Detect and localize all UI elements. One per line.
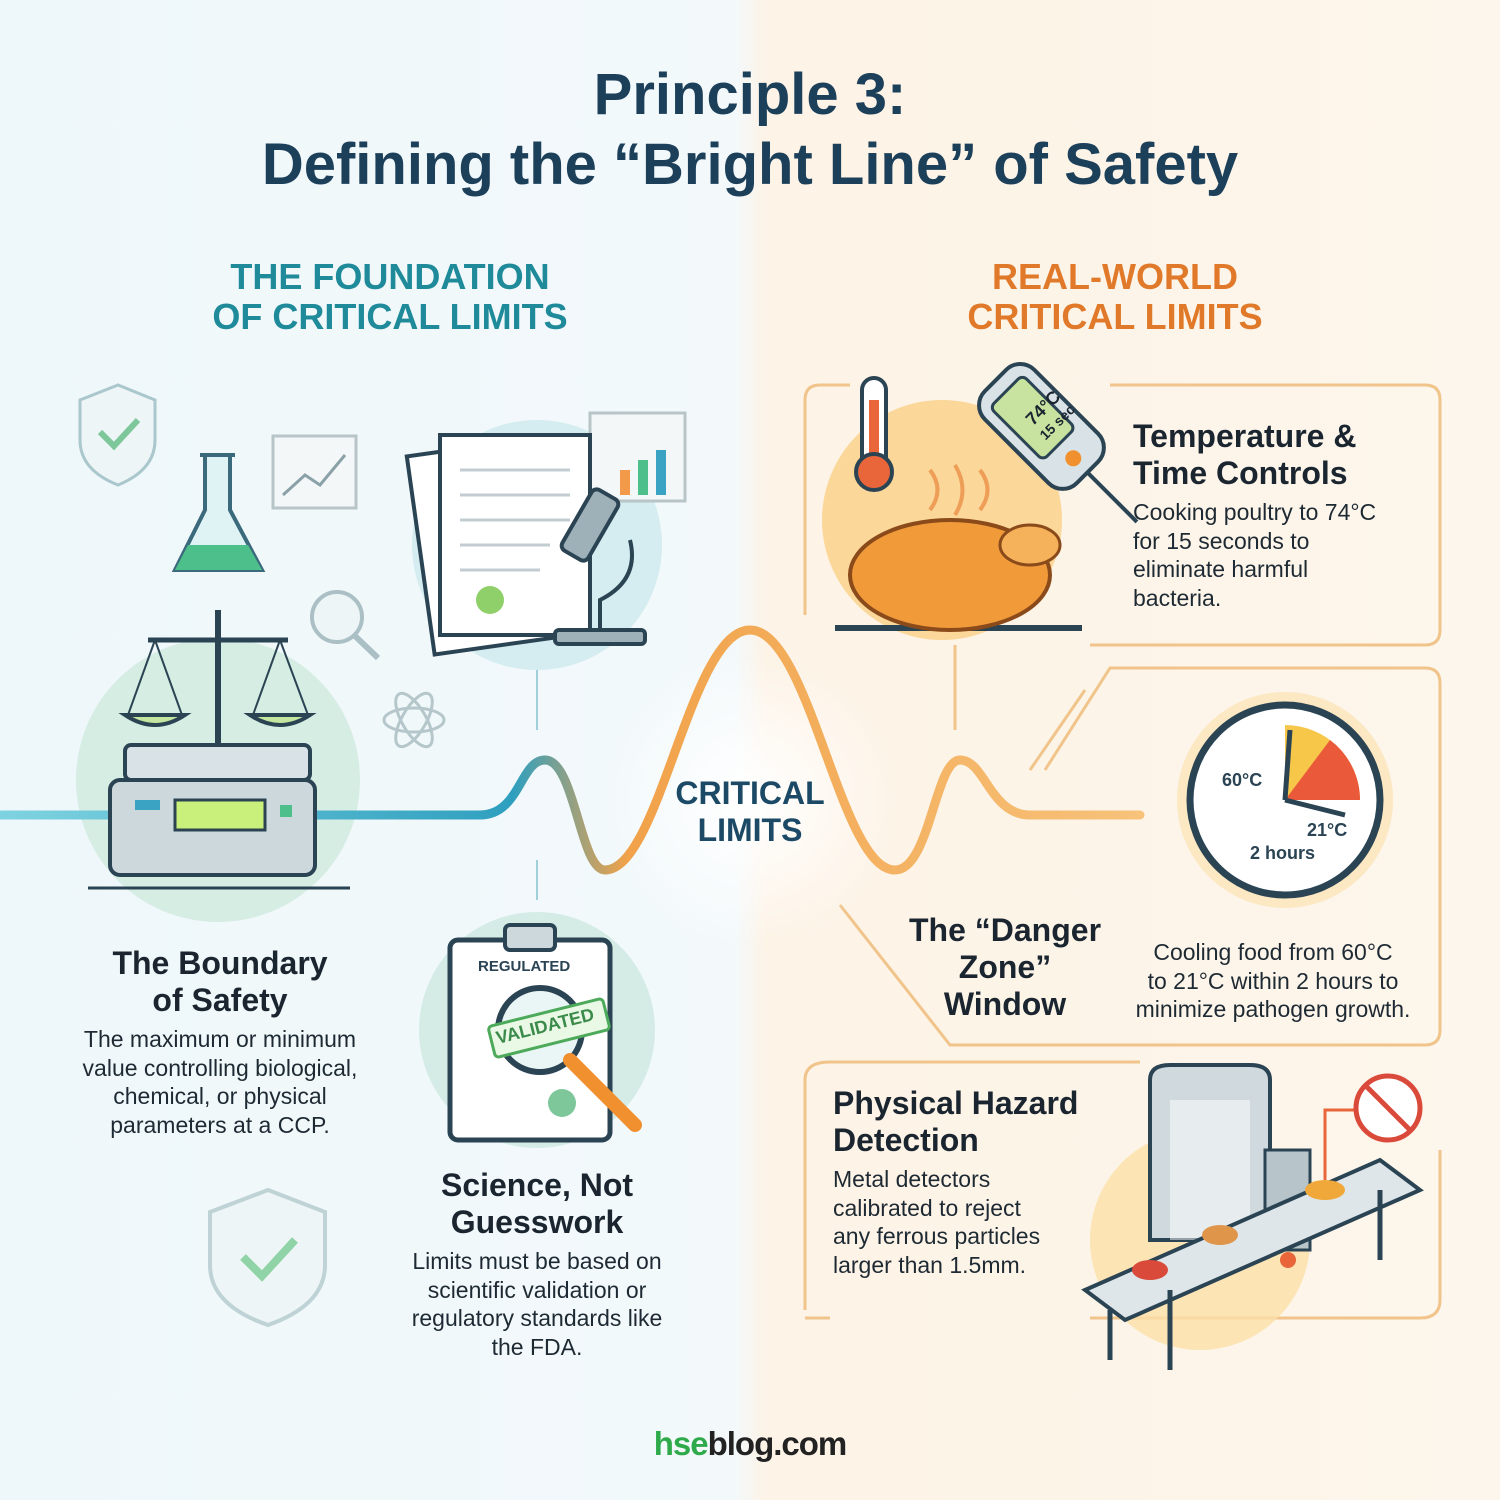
temperature-title: Temperature & [1133, 418, 1357, 454]
science-body: regulatory standards like [411, 1305, 663, 1331]
footer-brand: hseblog.com [0, 1425, 1500, 1463]
danger-title: The “Danger [908, 912, 1102, 948]
danger-zone-body: Cooling food from 60°C to 21°C within 2 … [1110, 938, 1436, 1024]
danger-zone-title: The “Danger Zone” Window [895, 912, 1115, 1023]
shield-icon [78, 383, 157, 487]
boundary-of-safety: The Boundary of Safety The maximum or mi… [40, 945, 400, 1139]
brand-blog: blog.com [707, 1425, 848, 1462]
boundary-title: The Boundary [112, 945, 328, 981]
science-body: scientific validation or [427, 1276, 647, 1303]
critical-limits-line: CRITICAL [675, 775, 825, 811]
clipboard-header: REGULATED [478, 958, 571, 975]
boundary-title: of Safety [152, 982, 288, 1018]
boundary-body: value controlling biological, [82, 1054, 358, 1081]
critical-limits-line: LIMITS [697, 812, 803, 848]
danger-body: Cooling food from 60°C [1153, 939, 1393, 965]
temperature-body: Cooking poultry to 74°C [1133, 499, 1377, 525]
science-not-guesswork: Science, Not Guesswork Limits must be ba… [357, 1167, 717, 1361]
physical-hazard-detection: Physical Hazard Detection Metal detector… [833, 1085, 1078, 1279]
roast-chicken-icon [835, 463, 1082, 632]
chart-icon [271, 434, 358, 510]
scale-icon [88, 610, 350, 890]
metal-detector-icon [1081, 1063, 1424, 1370]
title-line-1: Principle 3: [593, 62, 907, 127]
physical-body: any ferrous particles [833, 1223, 1041, 1249]
temperature-body: for 15 seconds to [1133, 527, 1310, 554]
boundary-body: chemical, or physical [113, 1083, 327, 1109]
danger-body: minimize pathogen growth. [1135, 996, 1411, 1022]
magnifier-icon [310, 590, 364, 644]
chart-icon [588, 411, 687, 503]
right-heading-line: REAL-WORLD [992, 256, 1238, 297]
science-title: Guesswork [450, 1204, 624, 1240]
danger-title: Window [943, 986, 1067, 1022]
temperature-time-controls: Temperature & Time Controls Cooking poul… [1133, 418, 1376, 612]
title-line-2: Defining the “Bright Line” of Safety [261, 132, 1239, 197]
left-heading: THE FOUNDATION OF CRITICAL LIMITS [150, 257, 630, 337]
science-body: the FDA. [491, 1333, 583, 1360]
critical-limits-label: CRITICAL LIMITS [650, 775, 850, 849]
boundary-body: The maximum or minimum [83, 1026, 357, 1052]
physical-body: Metal detectors [833, 1166, 991, 1192]
temperature-title: Time Controls [1133, 455, 1348, 491]
physical-title: Physical Hazard [833, 1085, 1079, 1121]
shield-icon [208, 1187, 327, 1328]
gauge-top-label: 60°C [1222, 770, 1263, 790]
temperature-body: bacteria. [1133, 584, 1222, 611]
right-heading-line: CRITICAL LIMITS [967, 296, 1263, 337]
danger-body: to 21°C within 2 hours to [1147, 967, 1399, 994]
temperature-body: eliminate harmful [1133, 556, 1309, 582]
thermometer-icon [854, 376, 894, 492]
atom-icon [382, 691, 446, 749]
science-title: Science, Not [440, 1167, 634, 1203]
probe-thermometer-icon [977, 362, 1139, 524]
boundary-body: parameters at a CCP. [110, 1111, 330, 1138]
right-heading: REAL-WORLD CRITICAL LIMITS [870, 257, 1360, 337]
physical-body: larger than 1.5mm. [833, 1251, 1027, 1278]
gauge-time-label: 2 hours [1250, 843, 1316, 863]
critical-limit-wave [0, 625, 1145, 875]
physical-body: calibrated to reject [833, 1194, 1021, 1221]
gauge-bottom-label: 21°C [1307, 820, 1348, 840]
science-body: Limits must be based on [412, 1248, 662, 1274]
physical-title: Detection [833, 1122, 979, 1158]
microscope-icon [553, 487, 647, 646]
left-heading-line: OF CRITICAL LIMITS [212, 296, 568, 337]
clipboard-icon [447, 923, 642, 1143]
connector-lines [803, 383, 1442, 1320]
left-heading-line: THE FOUNDATION [230, 256, 550, 297]
brand-hse: hse [653, 1425, 709, 1462]
timer-gauge-icon [1177, 692, 1393, 908]
danger-title: Zone” [958, 949, 1052, 985]
